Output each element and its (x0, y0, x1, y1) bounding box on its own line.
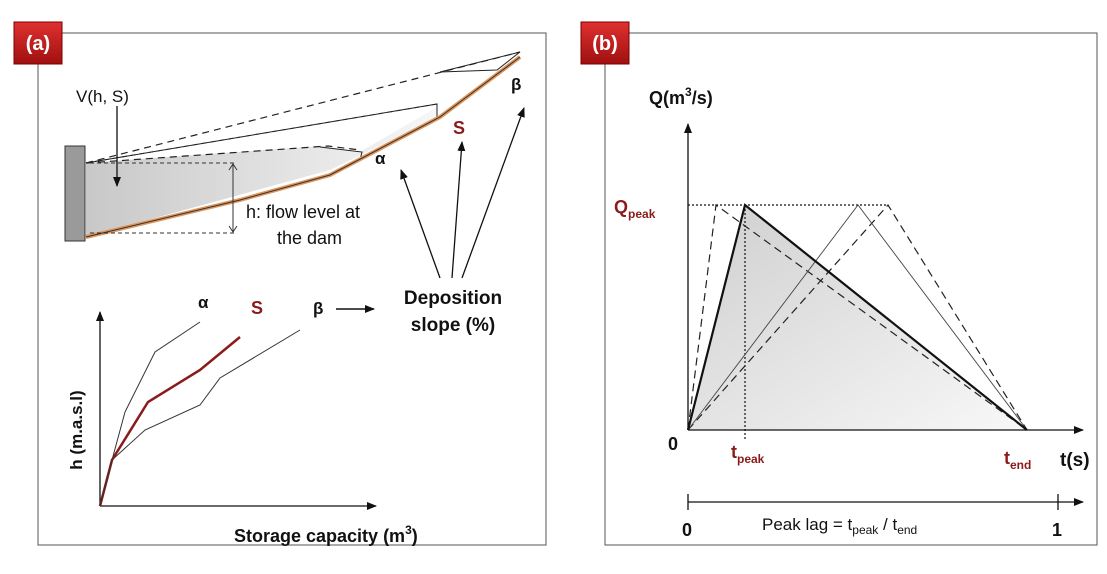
panel-b-badge (580, 21, 630, 65)
thin-mid (687, 204, 1028, 431)
main-hydrograph (686, 203, 1028, 431)
curve-beta (99, 329, 301, 507)
beta-angle (439, 51, 521, 73)
peak-lag-formula: Peak lag = tpeak / tend (762, 515, 917, 537)
hydrograph (684, 123, 1084, 440)
dashed-early (687, 203, 1028, 431)
panel-a-badge (13, 21, 63, 65)
panel-b-badge-label: (b) (592, 33, 618, 55)
curve-beta-label: β (313, 299, 323, 318)
curve-s-label: S (251, 298, 263, 318)
reservoir-sketch (64, 51, 522, 242)
panel-a-badge-label: (a) (26, 33, 50, 55)
qpeak-label: Qpeak (614, 197, 656, 221)
panel-a-frame (37, 32, 547, 546)
river-bed-line (85, 56, 521, 238)
hydrograph-fill (688, 205, 1027, 430)
deposition-arrows (400, 107, 525, 279)
arrow-to-s (451, 141, 466, 279)
q-axis-label: Q(m3/s) (649, 85, 713, 108)
volume-label: V(h, S) (76, 87, 129, 106)
arrow-to-beta (461, 107, 525, 279)
beta-label: β (511, 75, 521, 94)
panel-b: (b) Q(m3/s) Qpeak 0 tpeak tend t(s) 0 1 … (580, 21, 1098, 546)
storage-chart (96, 311, 377, 510)
slope-line-alpha (85, 145, 361, 164)
flow-level-text-1: h: flow level at (246, 202, 360, 222)
storage-axis-label: Storage capacity (m3) (234, 523, 418, 546)
curve-alpha (99, 321, 201, 507)
origin-label: 0 (668, 434, 678, 454)
panel-b-frame (604, 32, 1098, 546)
dim-arrow-up (228, 163, 238, 171)
dam-wall (64, 145, 86, 242)
curve-alpha-label: α (198, 293, 209, 312)
curve-s (98, 336, 241, 507)
deposition-text-1: Deposition (404, 288, 502, 309)
flow-level-text-2: the dam (277, 228, 342, 248)
lag-one: 1 (1052, 520, 1062, 540)
deposit-wedge (86, 107, 437, 237)
t-axis-label: t(s) (1060, 450, 1090, 471)
s-label: S (453, 118, 465, 138)
arrow-to-alpha (400, 169, 441, 279)
dashed-late (687, 203, 1028, 431)
panel-a: (a) V(h, S) α S β h: flow level at the d… (13, 21, 547, 546)
dim-arrow-down (228, 225, 238, 233)
alpha-label: α (375, 149, 386, 168)
tend-label: tend (1004, 448, 1031, 472)
tpeak-label: tpeak (731, 442, 765, 466)
lag-zero: 0 (682, 520, 692, 540)
deposition-text-2: slope (%) (411, 315, 495, 336)
peak-lag-bar (687, 494, 1084, 510)
h-axis-label: h (m.a.s.l) (67, 390, 86, 469)
